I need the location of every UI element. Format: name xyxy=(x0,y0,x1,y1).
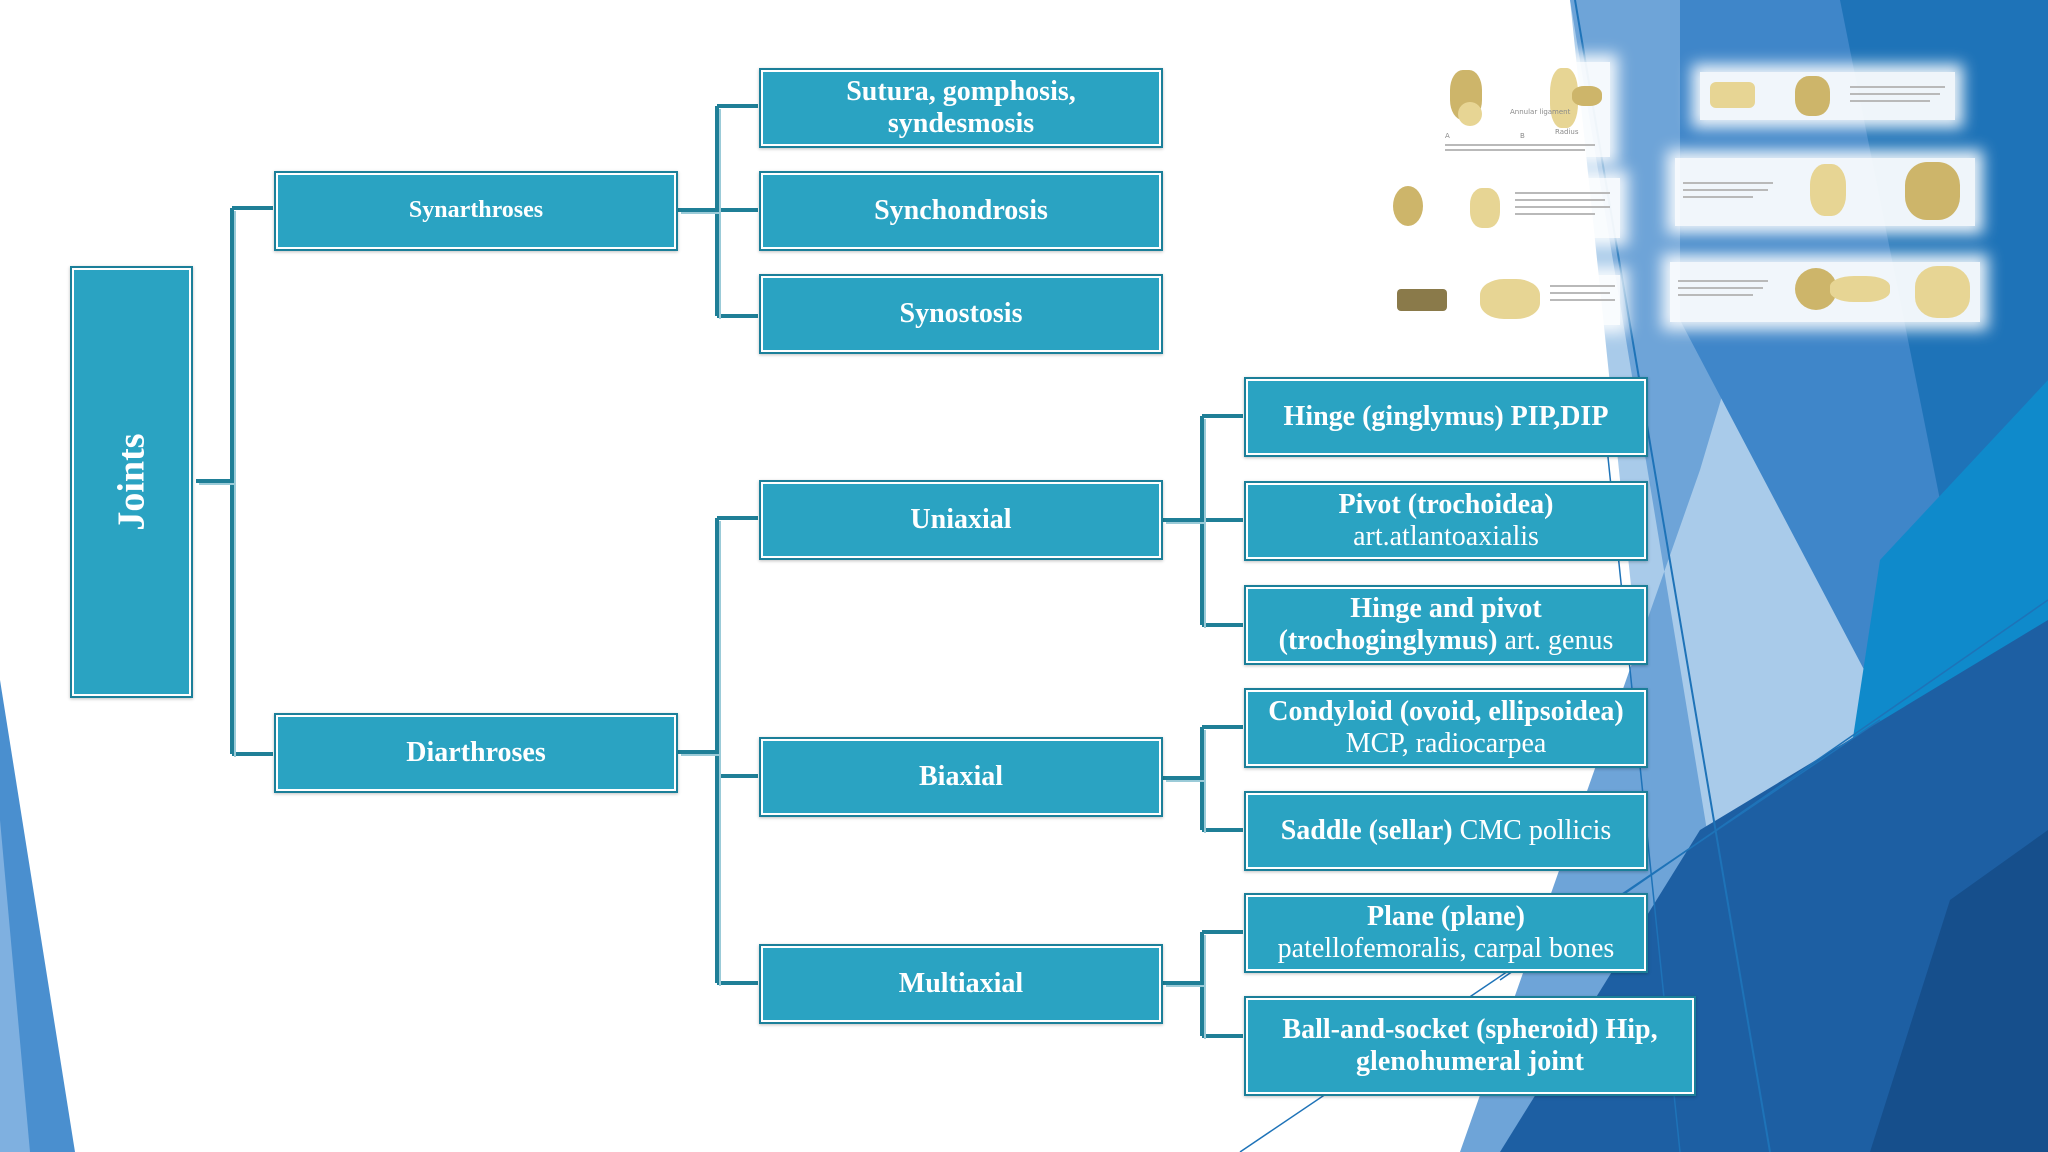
node-hinge-label: Hinge (ginglymus) PIP,DIP xyxy=(1283,400,1609,432)
node-pivot-bold: Pivot (trochoidea) xyxy=(1338,488,1554,520)
node-hinge: Hinge (ginglymus) PIP,DIP xyxy=(1244,377,1648,457)
node-saddle-bold: Saddle (sellar) xyxy=(1280,814,1453,846)
node-synostosis: Synostosis xyxy=(759,274,1163,354)
right-bg-panel-navy xyxy=(1870,830,2048,1152)
node-plane-regular: patellofemoralis, carpal bones xyxy=(1277,933,1615,964)
thumb-caption-radius: Radius xyxy=(1555,128,1579,136)
node-diarthroses: Diarthroses xyxy=(274,713,678,793)
node-condyloid-bold: Condyloid (ovoid, ellipsoidea) xyxy=(1268,695,1624,727)
hinge-joint-illustration xyxy=(1700,72,1955,120)
node-joints: Joints xyxy=(70,266,193,698)
left-bg-panel-light xyxy=(0,820,30,1152)
node-condyloid: Condyloid (ovoid, ellipsoidea) MCP, radi… xyxy=(1244,688,1648,768)
node-synchondrosis: Synchondrosis xyxy=(759,171,1163,251)
node-uniaxial: Uniaxial xyxy=(759,480,1163,560)
ball-socket-joint-illustration xyxy=(1670,262,1980,322)
node-pivot: Pivot (trochoidea) art.atlantoaxialis xyxy=(1244,481,1648,561)
thumb-label-a: A xyxy=(1445,132,1450,140)
condyloid-joint-illustration xyxy=(1385,178,1620,238)
node-plane-bold: Plane (plane) xyxy=(1367,900,1525,932)
node-multiaxial-label: Multiaxial xyxy=(898,967,1024,999)
saddle-joint-illustration xyxy=(1675,158,1975,226)
node-biaxial-label: Biaxial xyxy=(918,760,1003,792)
thumb-label-b: B xyxy=(1520,132,1525,140)
node-sutura: Sutura, gomphosis, syndesmosis xyxy=(759,68,1163,148)
node-ball-socket-label: Ball-and-socket (spheroid) Hip, glenohum… xyxy=(1282,1013,1658,1077)
node-uniaxial-label: Uniaxial xyxy=(910,503,1012,535)
thumb-caption-annular: Annular ligament xyxy=(1510,108,1571,116)
node-hinge-pivot-line2: (trochoginglymus) xyxy=(1278,625,1498,656)
plane-joint-illustration xyxy=(1385,275,1620,325)
node-hinge-pivot-line1: Hinge and pivot xyxy=(1350,592,1542,624)
node-synarthroses: Synarthroses xyxy=(274,171,678,251)
node-hinge-pivot-regular: art. genus xyxy=(1497,625,1614,656)
node-hinge-pivot: Hinge and pivot (trochoginglymus) art. g… xyxy=(1244,585,1648,665)
node-synostosis-label: Synostosis xyxy=(899,297,1023,329)
node-saddle: Saddle (sellar) CMC pollicis xyxy=(1244,791,1648,871)
node-ball-socket: Ball-and-socket (spheroid) Hip, glenohum… xyxy=(1244,996,1696,1096)
node-joints-label: Joints xyxy=(110,433,153,531)
node-synarthroses-label: Synarthroses xyxy=(408,197,544,224)
node-plane: Plane (plane) patellofemoralis, carpal b… xyxy=(1244,893,1648,973)
node-diarthroses-label: Diarthroses xyxy=(406,736,546,768)
pivot-joint-illustration: Annular ligament A B Radius xyxy=(1440,62,1610,157)
node-biaxial: Biaxial xyxy=(759,737,1163,817)
node-sutura-label: Sutura, gomphosis, syndesmosis xyxy=(846,75,1076,139)
node-synchondrosis-label: Synchondrosis xyxy=(874,194,1048,226)
node-condyloid-regular: MCP, radiocarpea xyxy=(1345,728,1547,759)
node-multiaxial: Multiaxial xyxy=(759,944,1163,1024)
node-pivot-regular: art.atlantoaxialis xyxy=(1353,521,1539,552)
node-saddle-regular: CMC pollicis xyxy=(1452,814,1612,846)
